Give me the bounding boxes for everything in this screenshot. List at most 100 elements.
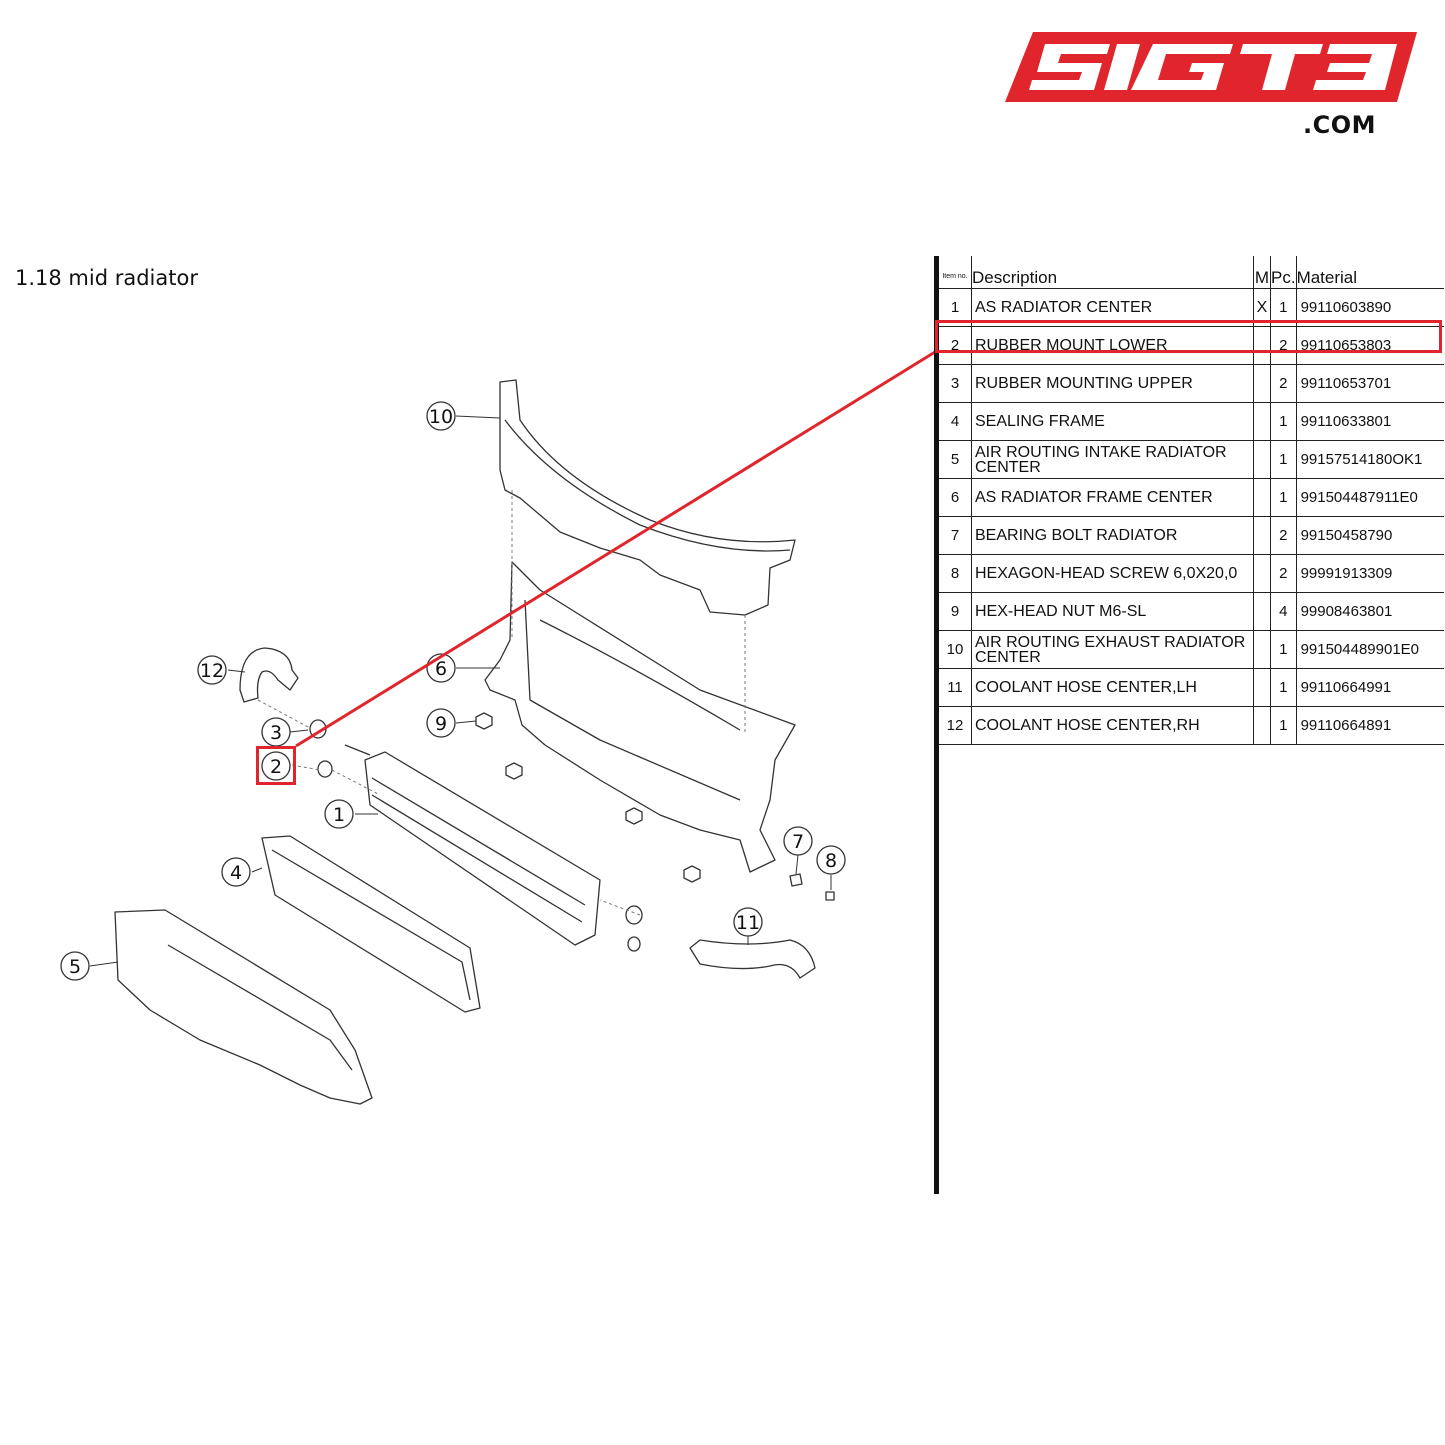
- cell-description: AIR ROUTING EXHAUST RADIATOR CENTER: [971, 630, 1254, 669]
- callout-12: 12: [197, 655, 227, 685]
- cell-description: RUBBER MOUNTING UPPER: [971, 364, 1254, 403]
- cell-pc: 2: [1270, 554, 1297, 593]
- cell-description: AS RADIATOR FRAME CENTER: [971, 478, 1254, 517]
- callout-4: 4: [221, 857, 251, 887]
- header-description: Description: [971, 256, 1254, 289]
- cell-item-no: 8: [939, 554, 972, 593]
- svg-text:8: 8: [825, 850, 837, 872]
- svg-text:7: 7: [792, 831, 804, 853]
- callout-7: 7: [783, 826, 813, 856]
- table-row[interactable]: 11 COOLANT HOSE CENTER,LH 1 99110664991: [939, 668, 1444, 707]
- cell-item-no: 7: [939, 516, 972, 555]
- cell-m: [1253, 554, 1271, 593]
- cell-item-no: 12: [939, 706, 972, 745]
- cell-material: 99110664891: [1295, 706, 1444, 745]
- cell-material: 99110653803: [1295, 326, 1444, 365]
- cell-m: [1253, 326, 1271, 365]
- part-9-hex-nut: [475, 712, 493, 730]
- table-row[interactable]: 4 SEALING FRAME 1 99110633801: [939, 402, 1444, 441]
- cell-description: SEALING FRAME: [971, 402, 1254, 441]
- svg-text:3: 3: [270, 722, 282, 744]
- table-row[interactable]: 3 RUBBER MOUNTING UPPER 2 99110653701: [939, 364, 1444, 403]
- parts-table: Item no. Description M Pc. Material 1 AS…: [939, 256, 1444, 745]
- table-left-rule: [934, 256, 939, 1194]
- part-12-coolant-hose-rh: [239, 647, 299, 703]
- cell-pc: 1: [1270, 440, 1297, 479]
- cell-material: 99110653701: [1295, 364, 1444, 403]
- part-7-bearing-bolt: [789, 873, 803, 887]
- header-pc: Pc.: [1270, 256, 1297, 289]
- part-5-air-routing-intake: [114, 909, 373, 1105]
- table-row[interactable]: 9 HEX-HEAD NUT M6-SL 4 99908463801: [939, 592, 1444, 631]
- cell-pc: 1: [1270, 630, 1297, 669]
- cell-description: HEX-HEAD NUT M6-SL: [971, 592, 1254, 631]
- callout-9: 9: [426, 708, 456, 738]
- cell-pc: 2: [1270, 326, 1297, 365]
- brand-logo-mark: [1005, 32, 1417, 102]
- cell-item-no: 4: [939, 402, 972, 441]
- part-3-rubber-mounting-upper: [309, 719, 327, 739]
- cell-m: [1253, 478, 1271, 517]
- brand-logo[interactable]: [1005, 32, 1417, 144]
- cell-m: [1253, 440, 1271, 479]
- cell-material: 99908463801: [1295, 592, 1444, 631]
- cell-m: X: [1253, 288, 1271, 327]
- cell-description: BEARING BOLT RADIATOR: [971, 516, 1254, 555]
- table-row[interactable]: 6 AS RADIATOR FRAME CENTER 1 99150448791…: [939, 478, 1444, 517]
- table-row[interactable]: 7 BEARING BOLT RADIATOR 2 99150458790: [939, 516, 1444, 555]
- cell-material: 99991913309: [1295, 554, 1444, 593]
- part-6-radiator-frame: [484, 561, 796, 873]
- cell-description: AIR ROUTING INTAKE RADIATOR CENTER: [971, 440, 1254, 479]
- cell-item-no: 3: [939, 364, 972, 403]
- brand-domain: .COM: [1303, 111, 1377, 139]
- cell-item-no: 5: [939, 440, 972, 479]
- part-1-radiator-core: [364, 751, 601, 946]
- cell-m: [1253, 402, 1271, 441]
- table-row[interactable]: 8 HEXAGON-HEAD SCREW 6,0X20,0 2 99991913…: [939, 554, 1444, 593]
- cell-m: [1253, 668, 1271, 707]
- cell-pc: 1: [1270, 668, 1297, 707]
- callout-10: 10: [426, 401, 456, 431]
- cell-material: 99110664991: [1295, 668, 1444, 707]
- cell-m: [1253, 516, 1271, 555]
- table-row[interactable]: 12 COOLANT HOSE CENTER,RH 1 99110664891: [939, 706, 1444, 745]
- callout-6: 6: [426, 653, 456, 683]
- cell-pc: 4: [1270, 592, 1297, 631]
- svg-text:6: 6: [435, 658, 447, 680]
- svg-text:12: 12: [200, 660, 224, 682]
- callout-1: 1: [324, 799, 354, 829]
- callout-highlight-box: [256, 746, 296, 785]
- row-highlight-box: [935, 320, 1442, 353]
- cell-pc: 2: [1270, 364, 1297, 403]
- part-10-air-routing-exhaust: [499, 379, 796, 616]
- svg-text:2: 2: [270, 756, 282, 778]
- cell-item-no: 10: [939, 630, 972, 669]
- cell-item-no: 11: [939, 668, 972, 707]
- cell-pc: 1: [1270, 478, 1297, 517]
- cell-m: [1253, 706, 1271, 745]
- cell-pc: 1: [1270, 402, 1297, 441]
- cell-material: 991504489901E0: [1295, 630, 1444, 669]
- cell-description: RUBBER MOUNT LOWER: [971, 326, 1254, 365]
- cell-m: [1253, 364, 1271, 403]
- exploded-diagram: 10 6 9 12 3 2 1 4 5 7 8 11: [60, 379, 846, 1105]
- cell-item-no: 9: [939, 592, 972, 631]
- part-4-sealing-frame: [261, 835, 481, 1013]
- cell-pc: 1: [1270, 706, 1297, 745]
- cell-material: 991504487911E0: [1295, 478, 1444, 517]
- table-row-highlighted[interactable]: 2 RUBBER MOUNT LOWER 2 99110653803: [939, 326, 1444, 365]
- cell-material: 99150458790: [1295, 516, 1444, 555]
- cell-pc: 2: [1270, 516, 1297, 555]
- table-row[interactable]: 5 AIR ROUTING INTAKE RADIATOR CENTER 1 9…: [939, 440, 1444, 479]
- cell-description: COOLANT HOSE CENTER,RH: [971, 706, 1254, 745]
- table-row[interactable]: 10 AIR ROUTING EXHAUST RADIATOR CENTER 1…: [939, 630, 1444, 669]
- header-item-no: Item no.: [939, 256, 972, 289]
- part-11-coolant-hose-lh: [689, 939, 816, 979]
- part-8-hex-screw: [825, 891, 835, 901]
- cell-m: [1253, 592, 1271, 631]
- callout-2: 2: [261, 751, 291, 781]
- svg-text:10: 10: [429, 406, 453, 428]
- header-material: Material: [1295, 256, 1444, 289]
- svg-text:4: 4: [230, 862, 242, 884]
- cell-material: 99110633801: [1295, 402, 1444, 441]
